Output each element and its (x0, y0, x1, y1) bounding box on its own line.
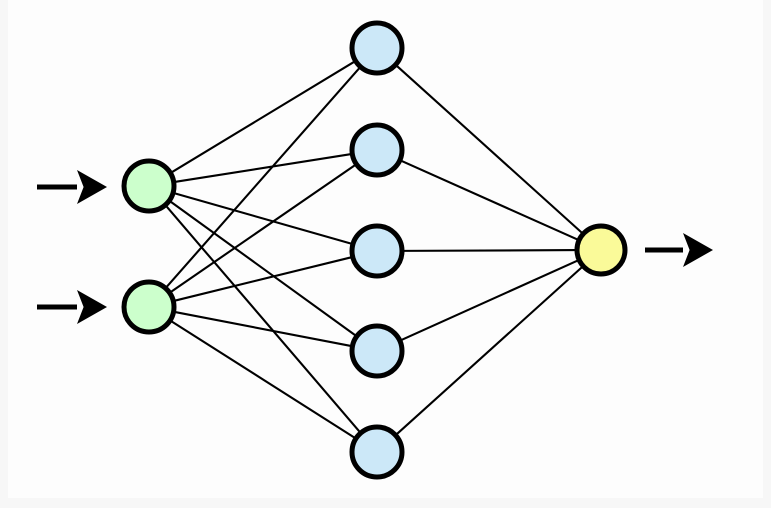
edge-i2-to-h1 (165, 66, 361, 289)
hidden-node-4[interactable] (349, 323, 405, 379)
edge-h1-to-o1 (395, 64, 584, 235)
input-arrow-2 (37, 290, 107, 324)
input-arrow-1 (37, 170, 107, 204)
edge-h3-to-o1 (401, 249, 578, 252)
edge-i2-to-h2 (169, 163, 357, 294)
edge-i1-to-h2 (173, 153, 353, 183)
hidden-node-5[interactable] (349, 424, 405, 480)
edge-h5-to-o1 (395, 265, 584, 436)
output-node-1[interactable] (574, 223, 628, 277)
edge-i2-to-h4 (173, 310, 353, 348)
edge-i1-to-h5 (164, 204, 362, 434)
edge-i1-to-h3 (172, 192, 354, 245)
nodes-group (121, 20, 628, 480)
output-arrow-1-head-icon (683, 233, 713, 267)
edge-i1-to-h4 (169, 200, 357, 337)
edge-i2-to-h3 (173, 256, 353, 302)
edge-i2-to-h5 (169, 319, 357, 440)
edge-i1-to-h1 (170, 60, 356, 174)
edge-h2-to-o1 (399, 159, 580, 241)
input-node-1[interactable] (121, 158, 177, 214)
edge-h4-to-o1 (399, 259, 580, 342)
input-node-2[interactable] (121, 279, 177, 335)
hidden-node-2[interactable] (349, 122, 405, 178)
io-arrows-group (37, 170, 713, 324)
edges-group (164, 60, 584, 440)
input-arrow-1-head-icon (77, 170, 107, 204)
hidden-node-3[interactable] (349, 223, 405, 279)
hidden-node-1[interactable] (349, 20, 405, 76)
input-arrow-2-head-icon (77, 290, 107, 324)
output-arrow-1 (645, 233, 713, 267)
